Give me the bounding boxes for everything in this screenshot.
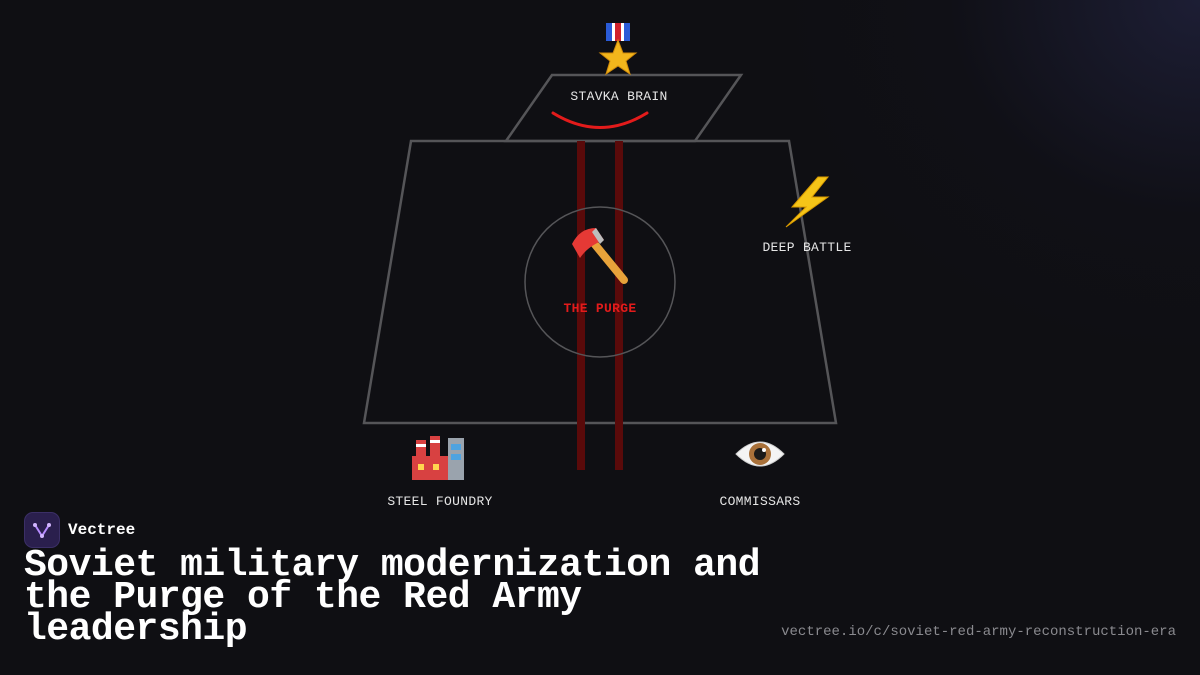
axe-icon xyxy=(572,228,628,284)
brand-name: Vectree xyxy=(68,521,136,539)
factory-icon xyxy=(412,436,464,480)
bottom-left-node-label: STEEL FOUNDRY xyxy=(387,494,492,509)
brand: Vectree xyxy=(24,512,135,548)
eye-icon xyxy=(735,441,785,467)
vectree-logo-icon xyxy=(24,512,60,548)
lightning-icon xyxy=(785,176,830,228)
purge-circle xyxy=(524,206,676,358)
head-outline xyxy=(503,73,744,143)
red-arc xyxy=(551,111,649,129)
top-node-label: STAVKA BRAIN xyxy=(570,89,667,104)
page-title: Soviet military modernization and the Pu… xyxy=(24,544,761,651)
center-node-label: THE PURGE xyxy=(564,301,637,316)
source-url: vectree.io/c/soviet-red-army-reconstruct… xyxy=(781,624,1176,640)
bottom-right-node-label: COMMISSARS xyxy=(719,494,800,509)
body-outline xyxy=(362,139,838,425)
right-node-label: DEEP BATTLE xyxy=(762,240,851,255)
medal-icon xyxy=(598,23,638,76)
